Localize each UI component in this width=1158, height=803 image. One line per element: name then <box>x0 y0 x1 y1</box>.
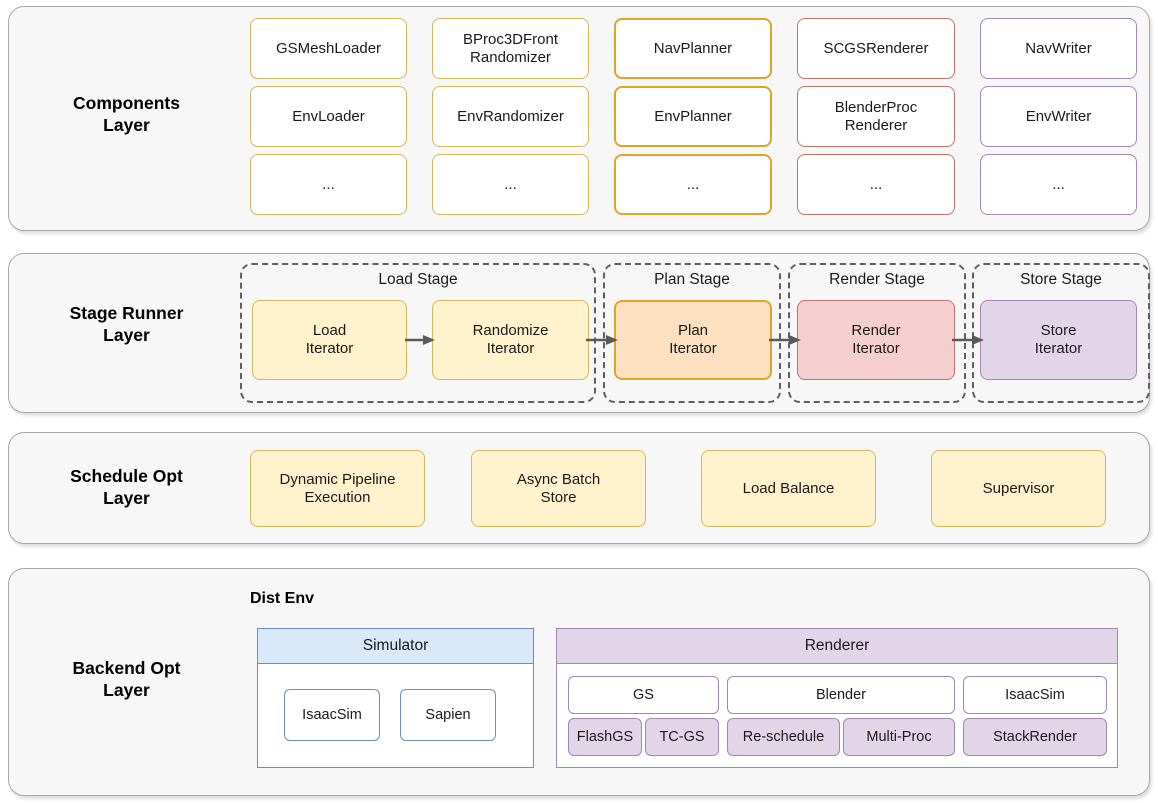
stage-runner-layer-label: Stage Runner Layer <box>69 303 184 346</box>
stage-group-render: Render Stage <box>788 263 966 403</box>
schedule-opt-item[interactable]: Dynamic Pipeline Execution <box>250 450 425 527</box>
schedule-opt-item[interactable]: Async Batch Store <box>471 450 646 527</box>
stage-node-store-iterator[interactable]: Store Iterator <box>980 300 1137 380</box>
stage-group-plan: Plan Stage <box>603 263 781 403</box>
renderer-backend-child-tc-gs[interactable]: TC-GS <box>645 718 719 756</box>
renderer-backend-child-stackrender[interactable]: StackRender <box>963 718 1107 756</box>
component-node[interactable]: EnvWriter <box>980 86 1137 147</box>
component-node-ellipsis[interactable]: ... <box>797 154 955 215</box>
renderer-backend-child-multi-proc[interactable]: Multi-Proc <box>843 718 955 756</box>
renderer-backend-blender[interactable]: Blender <box>727 676 955 714</box>
component-node[interactable]: GSMeshLoader <box>250 18 407 79</box>
simulator-item-sapien[interactable]: Sapien <box>400 689 496 741</box>
component-node[interactable]: EnvRandomizer <box>432 86 589 147</box>
renderer-backend-isaacsim[interactable]: IsaacSim <box>963 676 1107 714</box>
stage-node-randomize-iterator[interactable]: Randomize Iterator <box>432 300 589 380</box>
component-node[interactable]: NavPlanner <box>614 18 772 79</box>
renderer-backend-child-re-schedule[interactable]: Re-schedule <box>727 718 840 756</box>
simulator-item-isaacsim[interactable]: IsaacSim <box>284 689 380 741</box>
flow-arrow-icon <box>405 335 435 345</box>
component-node-ellipsis[interactable]: ... <box>250 154 407 215</box>
stage-group-store: Store Stage <box>972 263 1150 403</box>
component-node[interactable]: BlenderProc Renderer <box>797 86 955 147</box>
backend-opt-layer-label: Backend Opt Layer <box>72 658 181 701</box>
component-node[interactable]: EnvLoader <box>250 86 407 147</box>
stage-title: Store Stage <box>1020 271 1102 288</box>
flow-arrow-icon <box>586 335 618 345</box>
schedule-opt-item[interactable]: Supervisor <box>931 450 1106 527</box>
renderer-backend-child-flashgs[interactable]: FlashGS <box>568 718 642 756</box>
renderer-backend-gs[interactable]: GS <box>568 676 719 714</box>
component-node-ellipsis[interactable]: ... <box>980 154 1137 215</box>
stage-group-load: Load Stage <box>240 263 596 403</box>
component-node[interactable]: SCGSRenderer <box>797 18 955 79</box>
stage-node-plan-iterator[interactable]: Plan Iterator <box>614 300 772 380</box>
component-node[interactable]: EnvPlanner <box>614 86 772 147</box>
flow-arrow-icon <box>952 335 984 345</box>
stage-title: Plan Stage <box>654 271 730 288</box>
stage-node-load-iterator[interactable]: Load Iterator <box>252 300 407 380</box>
simulator-group-title: Simulator <box>258 629 533 664</box>
dist-env-label: Dist Env <box>250 590 315 607</box>
schedule-opt-item[interactable]: Load Balance <box>701 450 876 527</box>
component-node[interactable]: NavWriter <box>980 18 1137 79</box>
stage-node-render-iterator[interactable]: Render Iterator <box>797 300 955 380</box>
components-layer-label: Components Layer <box>73 93 180 136</box>
component-node[interactable]: BProc3DFront Randomizer <box>432 18 589 79</box>
schedule-opt-layer-label: Schedule Opt Layer <box>70 466 183 509</box>
flow-arrow-icon <box>769 335 801 345</box>
component-node-ellipsis[interactable]: ... <box>614 154 772 215</box>
renderer-group-title: Renderer <box>557 629 1117 664</box>
component-node-ellipsis[interactable]: ... <box>432 154 589 215</box>
stage-title: Render Stage <box>829 271 925 288</box>
stage-title: Load Stage <box>378 271 458 288</box>
